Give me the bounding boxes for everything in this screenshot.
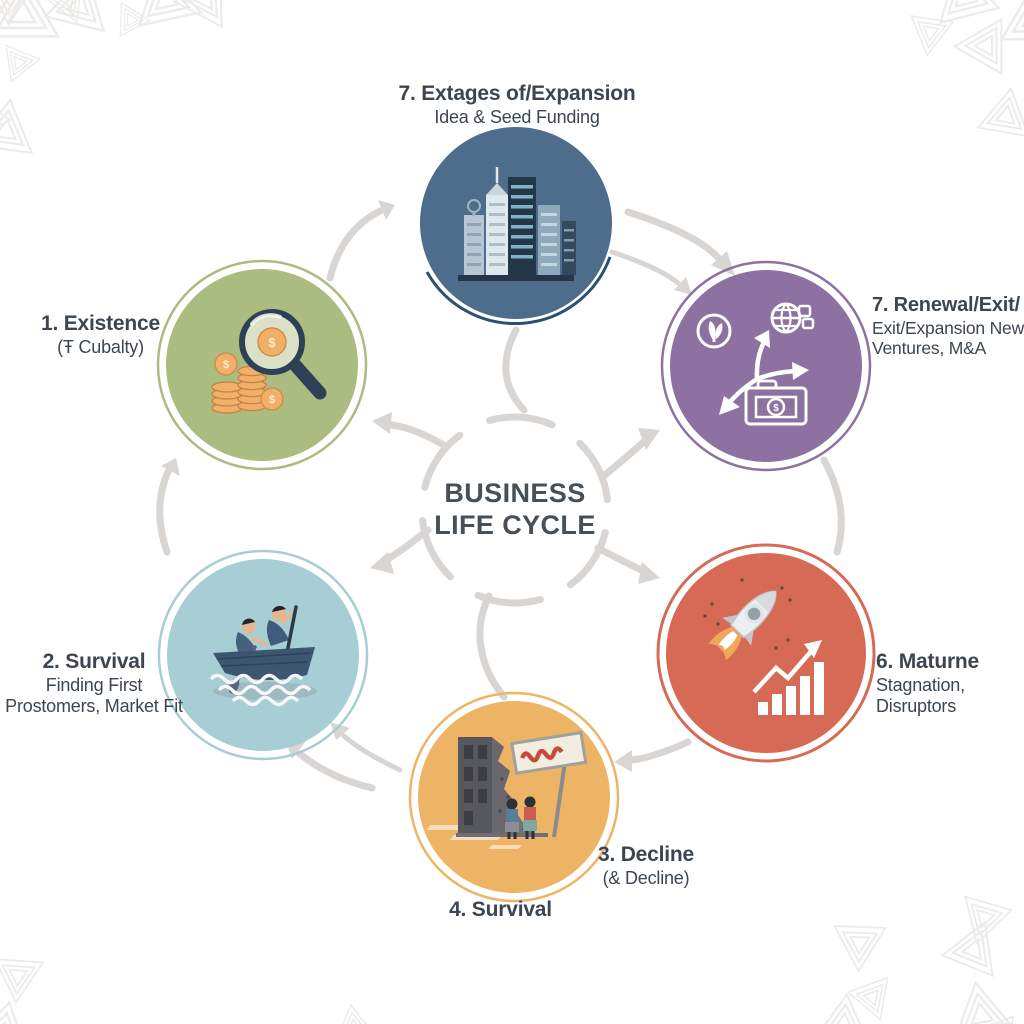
label-renewal-sub1: Exit/Expansion New: [872, 317, 1024, 338]
svg-text:$: $: [268, 335, 276, 350]
diagram-title-line2: LIFE CYCLE: [434, 510, 596, 541]
rocket-growth-icon: [703, 578, 824, 715]
hub-ring: [418, 413, 612, 607]
node-renewal: $: [660, 260, 872, 472]
svg-text:$: $: [269, 394, 275, 406]
label-mature-sub1: Stagnation,: [876, 674, 965, 695]
diagram-title: BUSINESS LIFE CYCLE: [405, 477, 625, 542]
renewal-arrows-icon: $: [696, 302, 815, 426]
coins-magnifier-icon: $ $ $: [211, 309, 327, 414]
label-bottom-survival: 4. Survival: [418, 898, 583, 923]
dollar-glyph: $: [773, 403, 779, 414]
label-survival-title: 2. Survival: [42, 650, 146, 673]
node-top-partial-ring: [425, 256, 612, 326]
label-mature-node: 6. Maturne Stagnation, Disruptors: [876, 650, 1016, 717]
label-survival-sub2: Prostomers, Market Fit: [5, 696, 183, 716]
corner-pattern-bottom-right: [814, 895, 1024, 1024]
node-renewal-circle: [670, 270, 862, 462]
node-renewal-ring: [660, 260, 872, 472]
node-mature-ring: [656, 543, 876, 763]
node-decline-ring: [408, 691, 620, 903]
label-bottom-survival-title: 4. Survival: [449, 898, 552, 921]
node-existence-ring: [156, 259, 368, 471]
label-decline-node: 3. Decline (& Decline): [572, 843, 720, 889]
node-existence: $ $ $: [156, 259, 368, 471]
node-survival-boat: [157, 549, 369, 761]
node-decline: [408, 691, 620, 903]
corner-pattern-bottom-left: [0, 958, 378, 1024]
label-top-node: 7. Extages of/Expansion Idea & Seed Fund…: [362, 82, 672, 128]
corner-pattern-top-right: [905, 0, 1024, 138]
node-mature-circle: [666, 553, 866, 753]
label-decline-title: 3. Decline: [597, 843, 695, 866]
node-stage-top: [420, 127, 612, 326]
label-existence-node: 1. Existence (Ŧ Cubalty): [18, 312, 183, 358]
city-buildings-icon: [458, 167, 576, 281]
label-top-sub: Idea & Seed Funding: [434, 106, 600, 127]
node-survival-ring: [157, 549, 369, 761]
label-existence-title: 1. Existence: [40, 312, 160, 335]
label-decline-sub: (& Decline): [602, 867, 690, 888]
label-mature-sub2: Disruptors: [876, 696, 957, 716]
rowboat-icon: [209, 605, 317, 707]
node-mature: [656, 543, 876, 763]
label-renewal-sub2: Ventures, M&A: [872, 338, 987, 359]
svg-text:$: $: [223, 359, 229, 371]
corner-pattern-top-left: [0, 0, 245, 154]
label-renewal-title: 7. Renewal/Exit/: [872, 294, 1020, 316]
label-existence-sub: (Ŧ Cubalty): [57, 336, 144, 357]
declining-building-icon: [426, 730, 588, 849]
label-survival-node: 2. Survival Finding First Prostomers, Ma…: [0, 650, 210, 717]
diagram-title-line1: BUSINESS: [444, 478, 586, 508]
label-renewal-node: 7. Renewal/Exit/ Exit/Expansion New Vent…: [872, 294, 1024, 359]
label-survival-sub1: Finding First: [45, 674, 143, 695]
label-mature-title: 6. Maturne: [876, 650, 980, 673]
label-top-title: 7. Extages of/Expansion: [398, 82, 636, 105]
